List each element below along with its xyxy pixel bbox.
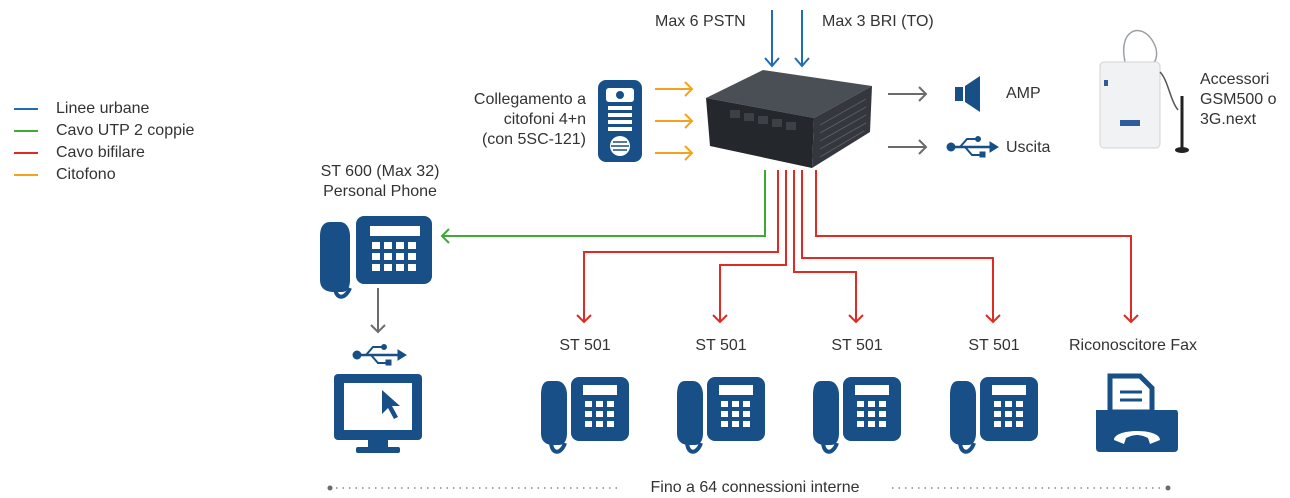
accessories-label-line: Accessori [1200,71,1270,88]
computer-monitor-icon [334,374,422,453]
legend-swatch-orange [14,174,38,176]
desk-phone-icon [320,216,432,299]
legend-label: Linee urbane [56,100,150,117]
extension-label: ST 501 [695,337,747,354]
pstn-label: Max 6 PSTN [655,13,746,30]
personal-phone-label: ST 600 (Max 32) Personal Phone [300,162,460,202]
extension-label: ST 501 [559,337,611,354]
legend-item-linee-urbane: Linee urbane [14,98,149,120]
usb-icon [946,136,999,158]
incoming-lines [764,10,810,68]
extension-label: ST 501 [968,337,1020,354]
footer-label: Fino a 64 connessioni interne [620,478,890,498]
doorphone-icon [598,80,642,162]
usb-output-label: Uscita [1006,139,1051,156]
red-lines [576,170,1139,324]
doorphone-label: Collegamento a citofoni 4+n (con 5SC-121… [420,90,586,150]
pbx-unit [706,70,872,168]
accessories-label-line: GSM500 o [1200,91,1277,108]
usb-icon [352,344,407,366]
desk-phone-icon [950,377,1038,454]
legend-swatch-green [14,130,38,132]
legend-label: Citofono [56,166,116,183]
doorphone-label-line: citofoni 4+n [503,111,586,128]
legend-label: Cavo UTP 2 coppie [56,122,195,139]
speaker-icon [955,76,980,112]
output-arrows [888,86,928,155]
amp-label: AMP [1006,85,1041,102]
legend-swatch-blue [14,108,38,110]
doorphone-label-line: Collegamento a [473,91,586,108]
accessories-label: Accessori GSM500 o 3G.next [1200,70,1276,130]
bri-label: Max 3 BRI (TO) [822,13,934,30]
legend-label: Cavo bifilare [56,144,145,161]
gsm-gateway [1099,29,1189,153]
desk-phone-icon [677,377,765,454]
legend-item-cavo-bifilare: Cavo bifilare [14,142,145,164]
doorphone-label-line: (con 5SC-121) [481,131,586,148]
legend-item-cavo-utp: Cavo UTP 2 coppie [14,120,194,142]
desk-phone-icon [813,377,901,454]
legend-swatch-red [14,152,38,154]
extension-label: ST 501 [831,337,883,354]
green-line [440,170,766,244]
desk-phone-icon [541,377,629,454]
personal-phone-label-line: Personal Phone [323,183,437,200]
legend-item-citofono: Citofono [14,164,116,186]
fax-label: Riconoscitore Fax [1068,337,1198,354]
fax-icon [1096,373,1178,452]
footer-dotted-line [327,485,1171,491]
doorphone-arrows [655,81,694,161]
accessories-label-line: 3G.next [1200,111,1257,128]
pc-connection-arrow [370,288,386,334]
personal-phone-label-line: ST 600 (Max 32) [320,163,440,180]
